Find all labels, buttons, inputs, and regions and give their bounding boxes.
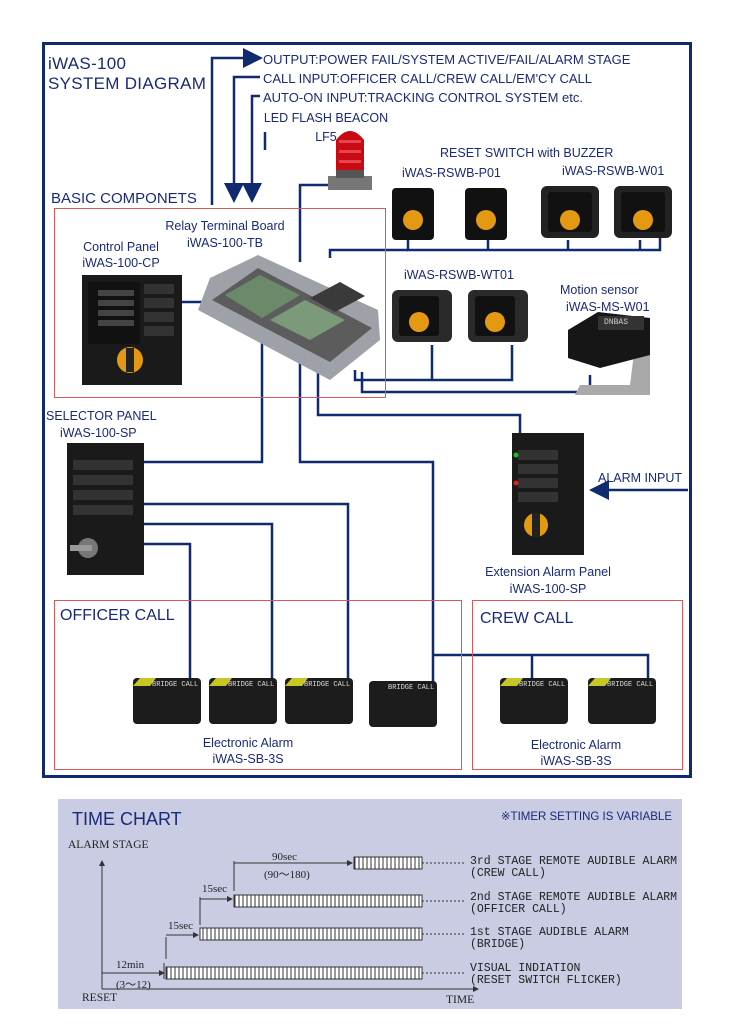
crew-electronic-alarms <box>500 678 656 724</box>
control-panel-label-line2: iWAS-100-CP <box>82 256 160 270</box>
stage1-label-line1: 1st STAGE AUDIBLE ALARM <box>470 926 629 939</box>
rswb-w01-label: iWAS-RSWB-W01 <box>562 164 665 178</box>
rswb-wt-bus <box>353 345 514 382</box>
visual-indication-bar <box>165 966 423 980</box>
officer-call-label: OFFICER CALL <box>60 607 175 624</box>
bridge-call-label: BRIDGE CALL <box>388 684 435 692</box>
crew-alarm-label-line2: iWAS-SB-3S <box>540 754 612 768</box>
officer-alarm-label-line1: Electronic Alarm <box>202 736 294 750</box>
t1-label: 12min <box>116 959 145 971</box>
rswb-p01-label: iWAS-RSWB-P01 <box>402 166 501 180</box>
relay-terminal-board <box>198 255 380 380</box>
stage2-bar <box>233 894 423 908</box>
alarm-input-label: ALARM INPUT <box>598 471 683 485</box>
y-axis-label: ALARM STAGE <box>68 839 149 851</box>
bridge-call-label: BRIDGE CALL <box>304 681 351 689</box>
x-axis-end: TIME <box>446 994 475 1006</box>
rswb-wt01-label: iWAS-RSWB-WT01 <box>404 268 514 282</box>
t2-label: 15sec <box>168 920 194 932</box>
bridge-call-label: BRIDGE CALL <box>607 681 654 689</box>
extension-wire <box>316 350 522 440</box>
extension-panel-label-line2: iWAS-100-SP <box>509 582 587 596</box>
output-label: OUTPUT:POWER FAIL/SYSTEM ACTIVE/FAIL/ALA… <box>263 52 631 67</box>
t3-label: 15sec <box>202 883 228 895</box>
bridge-call-label: BRIDGE CALL <box>152 681 199 689</box>
output-wire <box>210 48 263 205</box>
rswb-to-relay <box>328 248 408 258</box>
stage3-label-line1: 3rd STAGE REMOTE AUDIBLE ALARM <box>470 855 678 868</box>
officer2-wire <box>142 522 274 683</box>
visual-label-line2: (RESET SWITCH FLICKER) <box>470 974 622 987</box>
motion-sensor-brand: DNBAS <box>604 318 629 327</box>
officer-call-box <box>54 600 462 770</box>
selector-wire <box>142 340 264 464</box>
auto-on-label: AUTO-ON INPUT:TRACKING CONTROL SYSTEM et… <box>263 90 583 105</box>
t4-range: (90～180) <box>264 869 310 881</box>
diagram-title-line2: SYSTEM DIAGRAM <box>48 74 207 93</box>
call-input-wire <box>224 75 260 203</box>
beacon-label-line1: LED FLASH BEACON <box>263 111 389 125</box>
motion-wire <box>360 372 592 394</box>
relay-board-label-line1: Relay Terminal Board <box>165 219 285 233</box>
wiring-svg <box>67 48 688 727</box>
crew-call-box <box>472 600 683 770</box>
officer4-wire <box>298 345 435 683</box>
led-beacon <box>328 131 372 190</box>
time-chart-panel: TIME CHART ※TIMER SETTING IS VARIABLE <box>58 799 682 1009</box>
basic-components-label: BASIC COMPONETS <box>51 190 197 207</box>
auto-on-wire <box>242 94 262 203</box>
relay-board-label-line2: iWAS-100-TB <box>187 236 263 250</box>
stage3-label-line2: (CREW CALL) <box>470 867 546 880</box>
call-input-label: CALL INPUT:OFFICER CALL/CREW CALL/EM'CY … <box>263 71 593 86</box>
beacon-label-line2: LF5 <box>315 130 337 144</box>
bridge-call-label: BRIDGE CALL <box>228 681 275 689</box>
selector-panel-label-line2: iWAS-100-SP <box>60 426 137 440</box>
time-chart-title: TIME CHART <box>72 809 182 829</box>
crew-alarm-label-line1: Electronic Alarm <box>530 738 622 752</box>
selector-panel-device <box>67 443 144 575</box>
officer3-wire <box>142 502 350 683</box>
t1-range: (3～12) <box>116 979 151 991</box>
officer-electronic-alarms <box>133 678 437 727</box>
motion-sensor-label-line1: Motion sensor <box>560 283 639 297</box>
t4-label: 90sec <box>272 851 298 863</box>
time-chart-svg <box>99 856 479 992</box>
selector-panel-label-line1: SELECTOR PANEL <box>46 409 157 423</box>
rswb-wt01-devices <box>392 290 528 342</box>
motion-sensor <box>568 312 650 395</box>
stage2-label-line1: 2nd STAGE REMOTE AUDIBLE ALARM <box>470 891 678 904</box>
system-diagram-frame <box>42 42 692 778</box>
extension-panel-label-line1: Extension Alarm Panel <box>485 565 611 579</box>
stage3-bar <box>353 856 423 870</box>
visual-label-line1: VISUAL INDIATION <box>470 962 581 975</box>
stage1-bar <box>199 927 423 941</box>
stage1-label-line2: (BRIDGE) <box>470 938 526 951</box>
officer-alarm-label-line2: iWAS-SB-3S <box>212 752 284 766</box>
control-panel-label-line1: Control Panel <box>83 240 159 254</box>
crew-call-label: CREW CALL <box>480 610 574 627</box>
crew-bus <box>433 653 650 683</box>
motion-sensor-label-line2: iWAS-MS-W01 <box>566 300 650 314</box>
control-panel-device <box>82 275 182 385</box>
bridge-call-label: BRIDGE CALL <box>519 681 566 689</box>
x-axis-start: RESET <box>82 992 118 1004</box>
basic-components-box <box>54 208 386 398</box>
diagram-title-line1: iWAS-100 <box>48 54 127 73</box>
reset-switch-title: RESET SWITCH with BUZZER <box>440 146 614 160</box>
rswb-w01-devices <box>541 186 672 238</box>
officer1-wire <box>142 542 192 683</box>
extension-alarm-panel-device <box>512 433 584 555</box>
rswb-p01-devices <box>392 188 507 240</box>
timer-note: ※TIMER SETTING IS VARIABLE <box>500 811 672 823</box>
rswb-bus-top <box>406 235 662 252</box>
beacon-wire <box>298 183 335 262</box>
stage2-label-line2: (OFFICER CALL) <box>470 903 567 916</box>
